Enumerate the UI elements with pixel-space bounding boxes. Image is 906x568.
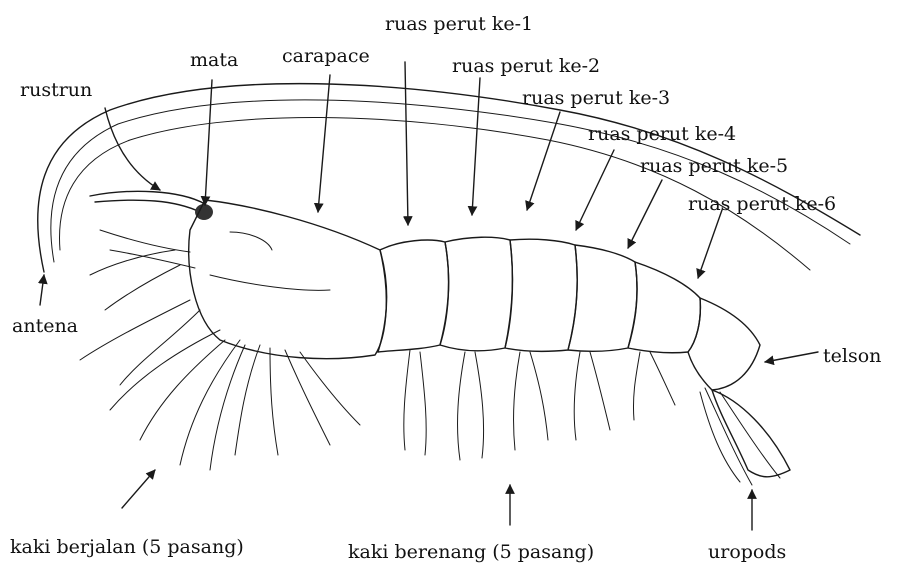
arrow-rustrun — [105, 108, 160, 190]
walking-legs — [80, 230, 360, 470]
arrow-ruas-3 — [527, 112, 560, 210]
arrow-carapace — [318, 75, 330, 212]
abdomen-segment-1 — [378, 240, 449, 352]
arrow-mata — [205, 80, 212, 205]
label-carapace: carapace — [282, 45, 370, 67]
abdomen-segment-3 — [505, 239, 577, 351]
arrow-telson — [765, 352, 818, 362]
arrow-kaki-berjalan — [122, 470, 155, 508]
label-ruas-perut-2: ruas perut ke-2 — [452, 55, 600, 77]
label-ruas-perut-6: ruas perut ke-6 — [688, 193, 836, 215]
label-antena: antena — [12, 315, 78, 337]
label-ruas-perut-4: ruas perut ke-4 — [588, 123, 736, 145]
arrow-ruas-2 — [472, 78, 480, 215]
arrow-antena — [40, 275, 44, 305]
shrimp-illustration — [38, 84, 860, 485]
abdomen-segment-4 — [568, 245, 637, 351]
uropod-shape — [700, 388, 780, 485]
antenna-whip-outer — [38, 84, 860, 272]
carapace-groove — [210, 232, 330, 290]
label-ruas-perut-5: ruas perut ke-5 — [640, 155, 788, 177]
label-telson: telson — [823, 345, 881, 367]
labels: ruas perut ke-1 ruas perut ke-2 ruas per… — [10, 13, 881, 563]
carapace-outline — [189, 200, 387, 359]
arrow-ruas-5 — [628, 180, 662, 248]
label-kaki-berenang: kaki berenang (5 pasang) — [348, 541, 594, 563]
swimming-legs — [404, 350, 675, 460]
label-ruas-perut-1: ruas perut ke-1 — [385, 13, 533, 35]
abdomen-segment-2 — [440, 237, 512, 350]
telson-shape — [712, 390, 790, 477]
label-rustrun: rustrun — [20, 79, 92, 101]
label-mata: mata — [190, 49, 238, 71]
rostrum — [90, 191, 205, 212]
arrow-ruas-6 — [698, 210, 722, 278]
eye — [195, 204, 213, 220]
abdomen-segment-5 — [628, 262, 700, 353]
arrow-ruas-1 — [405, 62, 408, 225]
label-kaki-berjalan: kaki berjalan (5 pasang) — [10, 536, 244, 558]
label-ruas-perut-3: ruas perut ke-3 — [522, 87, 670, 109]
abdomen-segment-6 — [688, 298, 760, 390]
arrow-ruas-4 — [576, 150, 614, 230]
label-uropods: uropods — [708, 541, 786, 563]
